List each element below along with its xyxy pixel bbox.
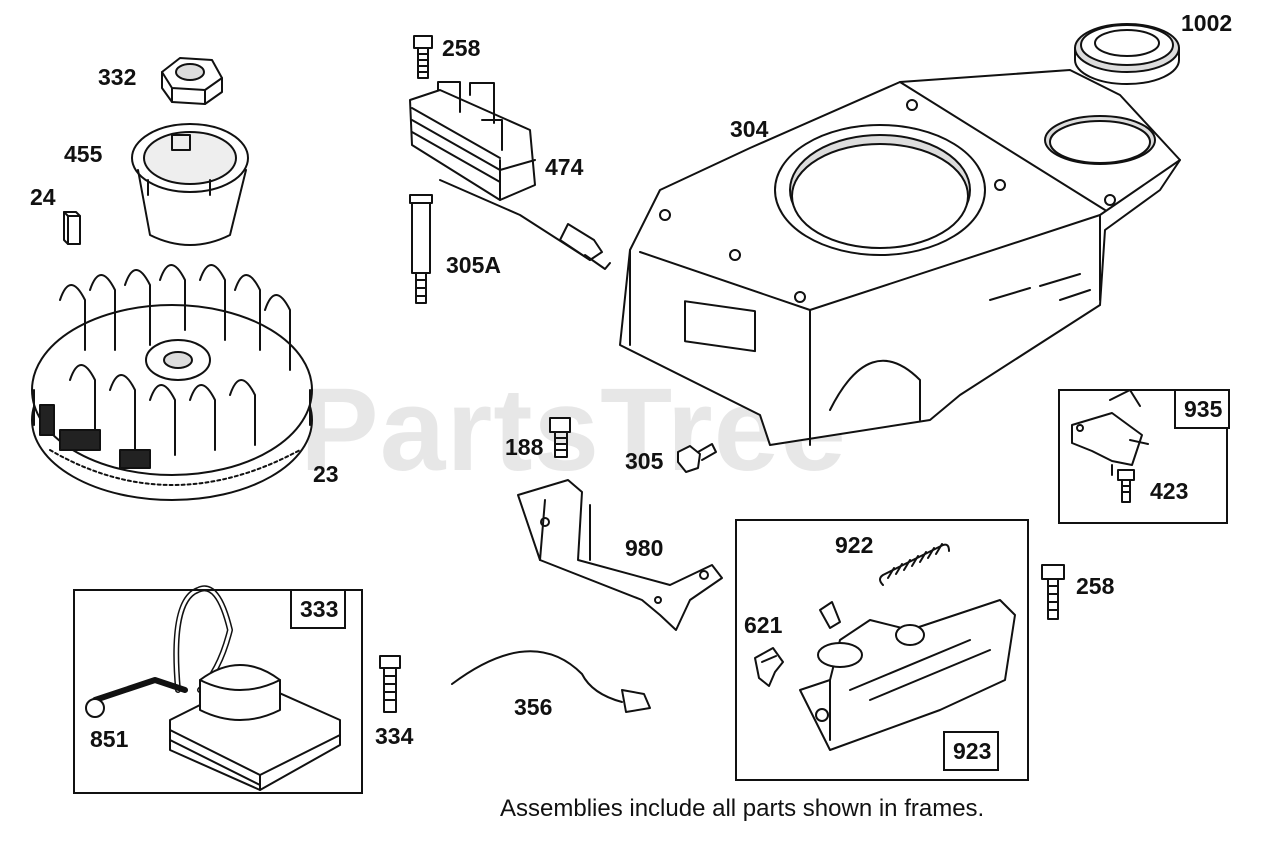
spring-drawing bbox=[879, 543, 950, 586]
grommet-drawing bbox=[1074, 23, 1180, 85]
part-label-304: 304 bbox=[730, 116, 769, 142]
bolt-top-drawing bbox=[413, 35, 433, 79]
armature-drawing bbox=[409, 81, 611, 270]
ground-switch-drawing bbox=[1071, 389, 1149, 476]
part-label-188: 188 bbox=[505, 434, 544, 460]
frame-label-923: 923 bbox=[943, 731, 1000, 771]
part-label-621: 621 bbox=[744, 612, 783, 638]
governor-plate-drawing bbox=[799, 599, 1016, 751]
part-label-258-top: 258 bbox=[442, 35, 481, 61]
part-label-851: 851 bbox=[90, 726, 129, 752]
blower-housing-drawing bbox=[619, 69, 1181, 446]
frame-switch-assembly bbox=[1058, 389, 1228, 524]
frame-governor-assembly bbox=[735, 519, 1029, 781]
bolt-334-drawing bbox=[379, 655, 401, 713]
part-label-1002: 1002 bbox=[1181, 10, 1233, 36]
part-label-474: 474 bbox=[545, 154, 584, 180]
part-label-922: 922 bbox=[835, 532, 874, 558]
key-drawing bbox=[63, 211, 81, 245]
part-label-24: 24 bbox=[30, 184, 56, 210]
starter-cup-drawing bbox=[131, 123, 249, 246]
part-label-980: 980 bbox=[625, 535, 664, 561]
frame-ignition-assembly bbox=[73, 589, 363, 794]
stud-drawing bbox=[409, 194, 433, 304]
ground-wire-drawing bbox=[451, 650, 651, 713]
bolt-right-drawing bbox=[1041, 564, 1065, 620]
part-label-305: 305 bbox=[625, 448, 664, 474]
screw-305-drawing bbox=[677, 443, 717, 473]
bolt-188-drawing bbox=[549, 417, 571, 458]
part-label-423: 423 bbox=[1150, 478, 1189, 504]
part-label-258-right: 258 bbox=[1076, 573, 1115, 599]
frame-label-935: 935 bbox=[1174, 389, 1231, 429]
nut-drawing bbox=[161, 57, 223, 105]
assembly-note: Assemblies include all parts shown in fr… bbox=[500, 795, 985, 822]
part-label-23: 23 bbox=[313, 461, 339, 487]
bracket-drawing bbox=[517, 479, 723, 631]
part-label-334: 334 bbox=[375, 723, 414, 749]
part-label-455: 455 bbox=[64, 141, 103, 167]
part-label-305A: 305A bbox=[446, 252, 501, 278]
part-label-356: 356 bbox=[514, 694, 553, 720]
part-label-332: 332 bbox=[98, 64, 137, 90]
frame-label-333: 333 bbox=[290, 589, 347, 629]
flywheel-drawing bbox=[31, 264, 313, 501]
ignition-coil-drawing bbox=[85, 585, 341, 791]
screw-423-drawing bbox=[1117, 469, 1135, 503]
choke-link-drawing bbox=[754, 647, 784, 687]
